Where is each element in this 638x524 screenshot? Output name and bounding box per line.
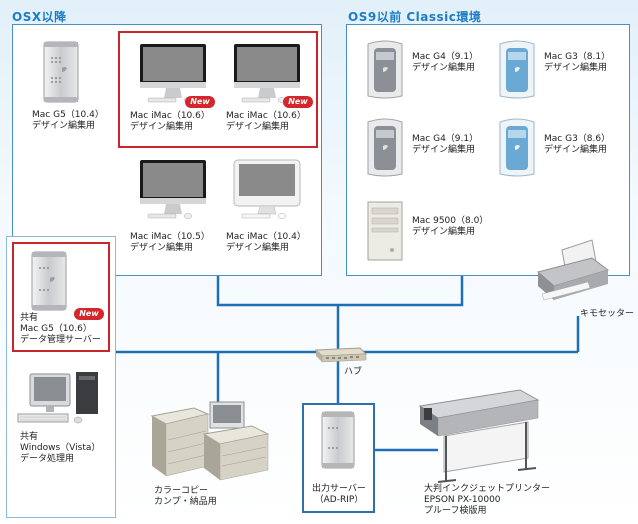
server-g5-label: 共有 Mac G5（10.6） データ管理サーバー xyxy=(20,313,101,346)
new-imac-highlight xyxy=(118,31,318,148)
server-g5-shared: 共有 xyxy=(20,313,39,323)
imac-104-role: デザイン編集用 xyxy=(226,243,290,253)
imac-104-model: Mac iMac（10.4） xyxy=(226,232,306,242)
windows-pc-icon xyxy=(16,368,106,432)
imac-106-a-icon xyxy=(138,42,208,110)
inkjet-label: 大判インクジェットプリンター EPSON PX-10000 プルーフ検版用 xyxy=(424,484,550,517)
mac9500-label: Mac 9500（8.0） デザイン編集用 xyxy=(412,216,488,238)
g5-104-label: Mac G5（10.4） デザイン編集用 xyxy=(32,110,104,132)
g4-91-b-label: Mac G4（9.1） デザイン編集用 xyxy=(412,134,478,156)
mac9500-model: Mac 9500（8.0） xyxy=(412,216,489,226)
imac-106-b-label: Mac iMac（10.6） デザイン編集用 xyxy=(226,111,306,133)
g4-91-a-label: Mac G4（9.1） デザイン編集用 xyxy=(412,52,478,74)
os9-section-title: OS9以前 Classic環境 xyxy=(348,10,482,24)
server-g5-role: データ管理サーバー xyxy=(20,335,101,345)
mac9500-role: デザイン編集用 xyxy=(412,227,476,237)
new-badge-imac-a: New xyxy=(185,96,215,108)
imac-105-role: デザイン編集用 xyxy=(130,243,194,253)
mac-g3-blue-tower-icon xyxy=(494,38,540,104)
rip-label: 出力サーバー （AD-RIP） xyxy=(312,484,366,506)
inkjet-name: 大判インクジェットプリンター xyxy=(424,484,551,494)
g4-91-a-role: デザイン編集用 xyxy=(412,63,476,73)
color-copier-icon xyxy=(148,396,270,486)
copier-role: カンプ・納品用 xyxy=(154,497,217,507)
hub-name: ハブ xyxy=(344,367,363,377)
large-inkjet-printer-icon xyxy=(416,388,546,488)
g3-86-model: Mac G3（8.6） xyxy=(544,134,611,144)
g5-104-model: Mac G5（10.4） xyxy=(32,110,104,120)
mac-9500-tower-icon xyxy=(362,198,408,268)
g4-91-b-model: Mac G4（9.1） xyxy=(412,134,479,144)
server-g5-model: Mac G5（10.6） xyxy=(20,324,92,334)
new-badge-imac-b: New xyxy=(283,96,313,108)
imac-106-a-label: Mac iMac（10.6） デザイン編集用 xyxy=(130,111,210,133)
copier-name: カラーコピー xyxy=(154,486,209,496)
imac-105-icon xyxy=(138,158,208,226)
g5-104-role: デザイン編集用 xyxy=(32,121,96,131)
mac-g4-tower-icon xyxy=(362,116,408,182)
new-server-highlight xyxy=(12,242,110,352)
rip-name: 出力サーバー xyxy=(312,484,366,494)
imac-105-label: Mac iMac（10.5） デザイン編集用 xyxy=(130,232,210,254)
g3-86-role: デザイン編集用 xyxy=(544,145,608,155)
imac-104-label: Mac iMac（10.4） デザイン編集用 xyxy=(226,232,306,254)
imac-104-icon xyxy=(232,158,302,226)
kimo-setter-printer-icon xyxy=(532,236,614,312)
rip-model: （AD-RIP） xyxy=(314,495,364,505)
g3-81-label: Mac G3（8.1） デザイン編集用 xyxy=(544,52,610,74)
windows-shared: 共有 xyxy=(20,432,39,442)
mac-g5-tower-icon xyxy=(40,38,84,110)
inkjet-model: EPSON PX-10000 xyxy=(424,495,501,505)
imac-106-b-icon xyxy=(232,42,302,110)
windows-role: データ処理用 xyxy=(20,454,75,464)
g3-81-role: デザイン編集用 xyxy=(544,63,608,73)
hub-icon xyxy=(312,342,368,370)
imac-106-a-model: Mac iMac（10.6） xyxy=(130,111,210,121)
windows-model: Windows（Vista） xyxy=(20,443,101,453)
g3-86-label: Mac G3（8.6） デザイン編集用 xyxy=(544,134,610,156)
mac-g5-server-icon xyxy=(28,250,72,318)
mac-g4-tower-icon xyxy=(362,38,408,104)
kimo-name: キモセッター xyxy=(580,309,635,319)
g3-81-model: Mac G3（8.1） xyxy=(544,52,611,62)
imac-106-a-role: デザイン編集用 xyxy=(130,122,194,132)
inkjet-role: プルーフ検版用 xyxy=(424,506,487,516)
new-badge-server: New xyxy=(74,308,104,320)
imac-105-model: Mac iMac（10.5） xyxy=(130,232,210,242)
windows-label: 共有 Windows（Vista） データ処理用 xyxy=(20,432,100,465)
g4-91-b-role: デザイン編集用 xyxy=(412,145,476,155)
imac-106-b-role: デザイン編集用 xyxy=(226,122,290,132)
g4-91-a-model: Mac G4（9.1） xyxy=(412,52,479,62)
imac-106-b-model: Mac iMac（10.6） xyxy=(226,111,306,121)
copier-label: カラーコピー カンプ・納品用 xyxy=(154,486,217,508)
hub-label: ハブ xyxy=(344,367,362,378)
mac-g3-blue-tower-icon xyxy=(494,116,540,182)
kimo-label: キモセッター xyxy=(580,309,634,320)
output-server-tower-icon xyxy=(318,410,360,476)
osx-section-title: OSX以降 xyxy=(12,10,67,24)
